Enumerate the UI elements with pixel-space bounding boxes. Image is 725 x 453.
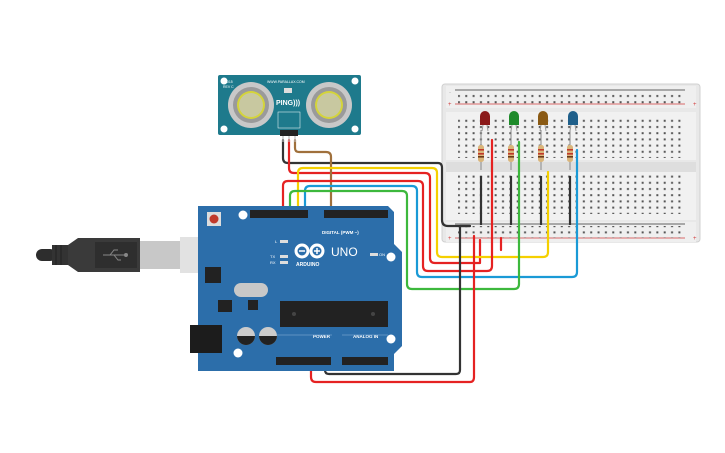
red-led[interactable] bbox=[480, 111, 490, 132]
resistor-4 bbox=[567, 130, 573, 170]
sensor-pins bbox=[280, 130, 298, 142]
svg-text:TX: TX bbox=[270, 254, 275, 259]
sensor-rev: REV C bbox=[223, 85, 234, 89]
sensor-name: PING))) bbox=[276, 100, 300, 107]
atmega-chip bbox=[280, 301, 388, 327]
resistor-1 bbox=[478, 130, 484, 170]
wire-pin7-brown[interactable] bbox=[293, 138, 333, 215]
wire-pin13-red[interactable] bbox=[281, 138, 494, 273]
sensor-part: 28015 bbox=[223, 80, 233, 84]
wire-pin11-yellow[interactable] bbox=[296, 166, 550, 259]
ping-sensor[interactable]: 28015 REV C WWW.PARALLAX.COM PING))) bbox=[218, 75, 361, 142]
led-body bbox=[538, 111, 548, 125]
bottom-power-rail-holes bbox=[458, 226, 684, 238]
svg-text:RX: RX bbox=[270, 260, 276, 265]
green-led[interactable] bbox=[509, 111, 519, 132]
sensor-url: WWW.PARALLAX.COM bbox=[267, 80, 305, 84]
power-label: POWER bbox=[313, 334, 331, 339]
resistors bbox=[478, 130, 573, 170]
usb-cable[interactable] bbox=[36, 237, 208, 273]
digital-label: DIGITAL (PWM ~) bbox=[322, 230, 359, 235]
plus-label: + bbox=[448, 102, 452, 108]
digital-header-left bbox=[250, 210, 308, 218]
brand-label: ARDUINO bbox=[296, 262, 319, 268]
resistor-3 bbox=[538, 130, 544, 170]
yellow-led[interactable] bbox=[538, 111, 548, 132]
arduino-logo bbox=[294, 243, 325, 259]
led-body bbox=[480, 111, 490, 125]
wire-sensor-5v[interactable] bbox=[287, 138, 482, 265]
blue-led[interactable] bbox=[568, 111, 578, 132]
svg-text:+: + bbox=[693, 102, 697, 108]
usb-icon bbox=[103, 249, 128, 261]
crystal bbox=[234, 283, 268, 297]
arduino-uno[interactable]: L TX RX ON ARDUINO UNO DIGITAL (PWM ~) P… bbox=[190, 206, 402, 371]
wire-gnd-power[interactable] bbox=[323, 224, 472, 376]
svg-text:+: + bbox=[448, 236, 452, 242]
svg-text:+: + bbox=[693, 236, 697, 242]
wire-sensor-gnd[interactable] bbox=[281, 138, 472, 228]
svg-text:ON: ON bbox=[379, 252, 385, 257]
analog-header bbox=[342, 357, 388, 365]
model-label: UNO bbox=[331, 245, 358, 259]
leds bbox=[480, 111, 578, 132]
analog-label: ANALOG IN bbox=[353, 334, 378, 339]
top-power-rail-holes bbox=[458, 92, 684, 104]
wire-5v-power[interactable] bbox=[309, 234, 476, 384]
led-body bbox=[509, 111, 519, 125]
transducer-left bbox=[228, 82, 274, 128]
digital-header-right bbox=[324, 210, 388, 218]
center-channel bbox=[446, 162, 696, 172]
transducer-right bbox=[306, 82, 352, 128]
svg-text:L: L bbox=[275, 239, 278, 244]
breadboard-ground-jumpers bbox=[479, 176, 572, 225]
wire-pin10-blue[interactable] bbox=[303, 148, 579, 279]
led-body bbox=[568, 111, 578, 125]
wire-pin12-green[interactable] bbox=[288, 140, 521, 291]
resistor-2 bbox=[508, 130, 514, 170]
dc-jack bbox=[190, 325, 222, 353]
minus-label: − bbox=[449, 90, 452, 95]
power-header bbox=[276, 357, 331, 365]
